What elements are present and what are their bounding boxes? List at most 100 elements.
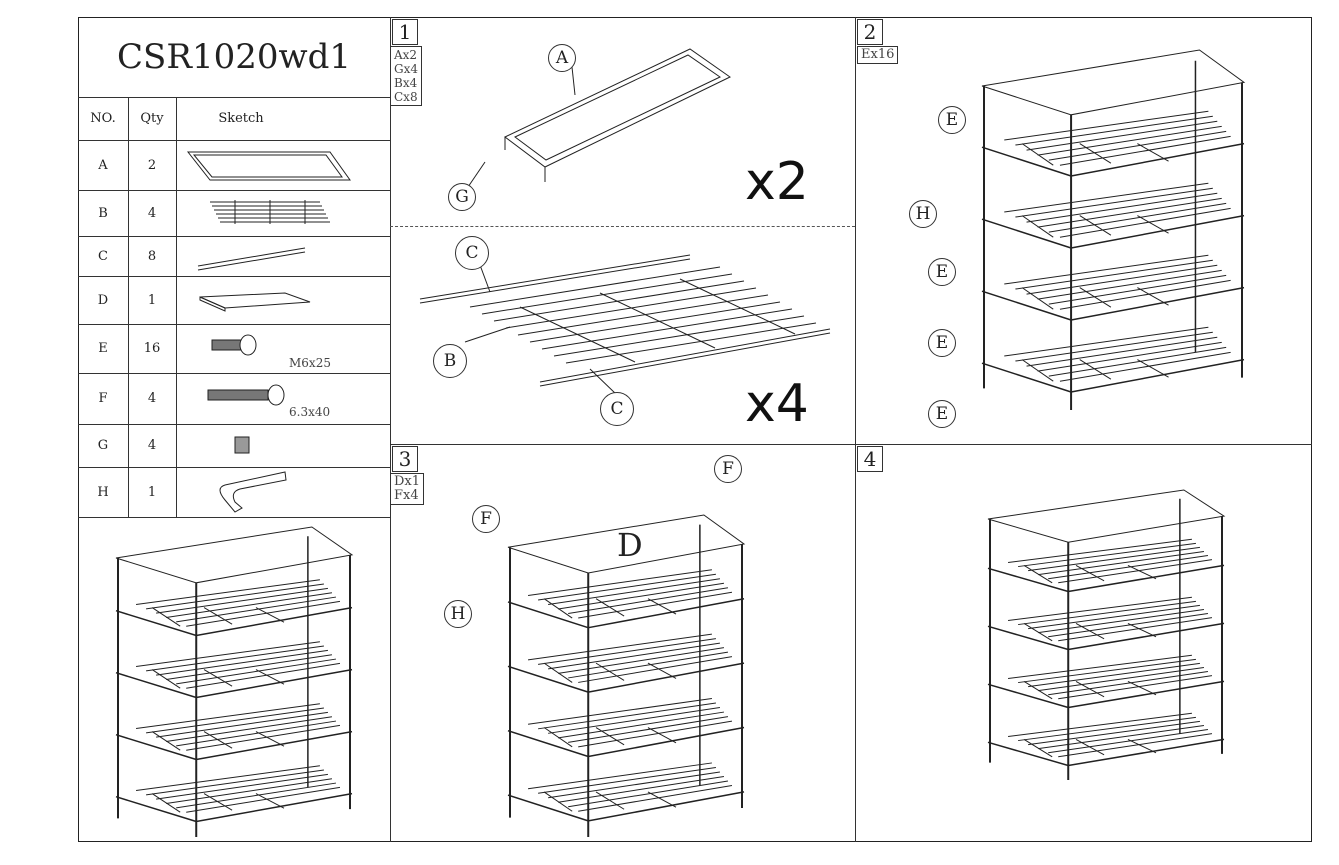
line [981,362,1072,393]
line [1023,564,1053,584]
line [1037,269,1222,300]
line [1075,680,1105,698]
step-1-parts: Ax2 Gx4 Bx4 Cx8 [390,46,422,106]
line [519,306,636,363]
line [1037,197,1222,228]
step-2-number: 2 [857,19,883,45]
line [1023,680,1053,700]
line [1015,331,1213,362]
frame-a-sketch [186,151,351,181]
line [255,793,285,809]
line [1018,542,1196,568]
line [135,641,320,667]
line [588,662,745,693]
line [146,583,324,610]
rod-c-sketch [197,247,306,271]
line [255,669,285,685]
divider [78,373,390,374]
line [1026,264,1218,295]
line [1068,738,1225,767]
line [647,727,677,744]
line [538,702,716,730]
line [1015,259,1213,290]
label-h: H [444,600,472,628]
label-c: C [455,236,489,270]
line [196,730,353,761]
line [166,592,333,619]
line [527,698,712,725]
mesh-b [419,254,831,387]
line [507,794,589,822]
line [527,633,712,661]
line [558,647,725,674]
model-title: CSR1020wd1 [117,37,351,77]
part-sketches [186,151,351,513]
line [595,598,625,617]
line [1021,215,1054,238]
line [568,716,729,743]
multiplier-x4: x4 [745,374,809,434]
line [1007,538,1192,563]
label-c: C [600,392,634,426]
line [203,607,233,625]
line [507,665,589,693]
line [1004,110,1209,141]
line [595,727,625,746]
line [543,791,573,812]
line [987,625,1069,651]
line [543,598,573,619]
line [538,638,716,665]
divider [390,17,391,842]
divider [390,444,1312,445]
line [166,654,333,681]
line [1048,671,1209,696]
divider [855,17,856,842]
line [156,711,328,738]
line [1026,192,1218,223]
part-qty: 1 [147,484,157,500]
line [1079,215,1112,236]
line [558,711,725,739]
line [176,782,337,809]
line [1018,716,1196,742]
line [186,600,341,627]
line [1127,738,1157,754]
label-h: H [909,200,937,228]
line [115,733,197,761]
line [679,278,796,335]
step-4-number: 4 [857,446,883,472]
board-d-sketch [199,292,311,312]
part-count: Gx4 [394,62,418,76]
line [507,730,589,758]
label-a: A [548,44,576,72]
line [469,266,721,308]
screw-f-sketch [207,384,285,406]
line [1038,724,1205,750]
line [196,792,353,823]
line [135,703,320,729]
divider [78,276,390,277]
line [1028,662,1200,688]
part-count: Cx8 [394,90,418,104]
line [146,769,324,796]
cap-g-sketch [234,436,250,454]
line [647,598,677,615]
line [481,273,733,315]
line [146,645,324,672]
line [176,720,337,747]
line [1037,341,1222,372]
line [1023,622,1053,642]
line [981,218,1072,249]
divider [78,324,390,325]
part-id: D [97,292,109,308]
line [186,786,341,813]
line [1127,680,1157,696]
line [115,671,197,699]
line [1023,738,1053,758]
line [255,731,285,747]
multiplier-x2: x2 [745,152,809,212]
line [1059,351,1231,382]
line [1079,287,1112,308]
line [151,669,181,689]
line [1068,622,1225,651]
